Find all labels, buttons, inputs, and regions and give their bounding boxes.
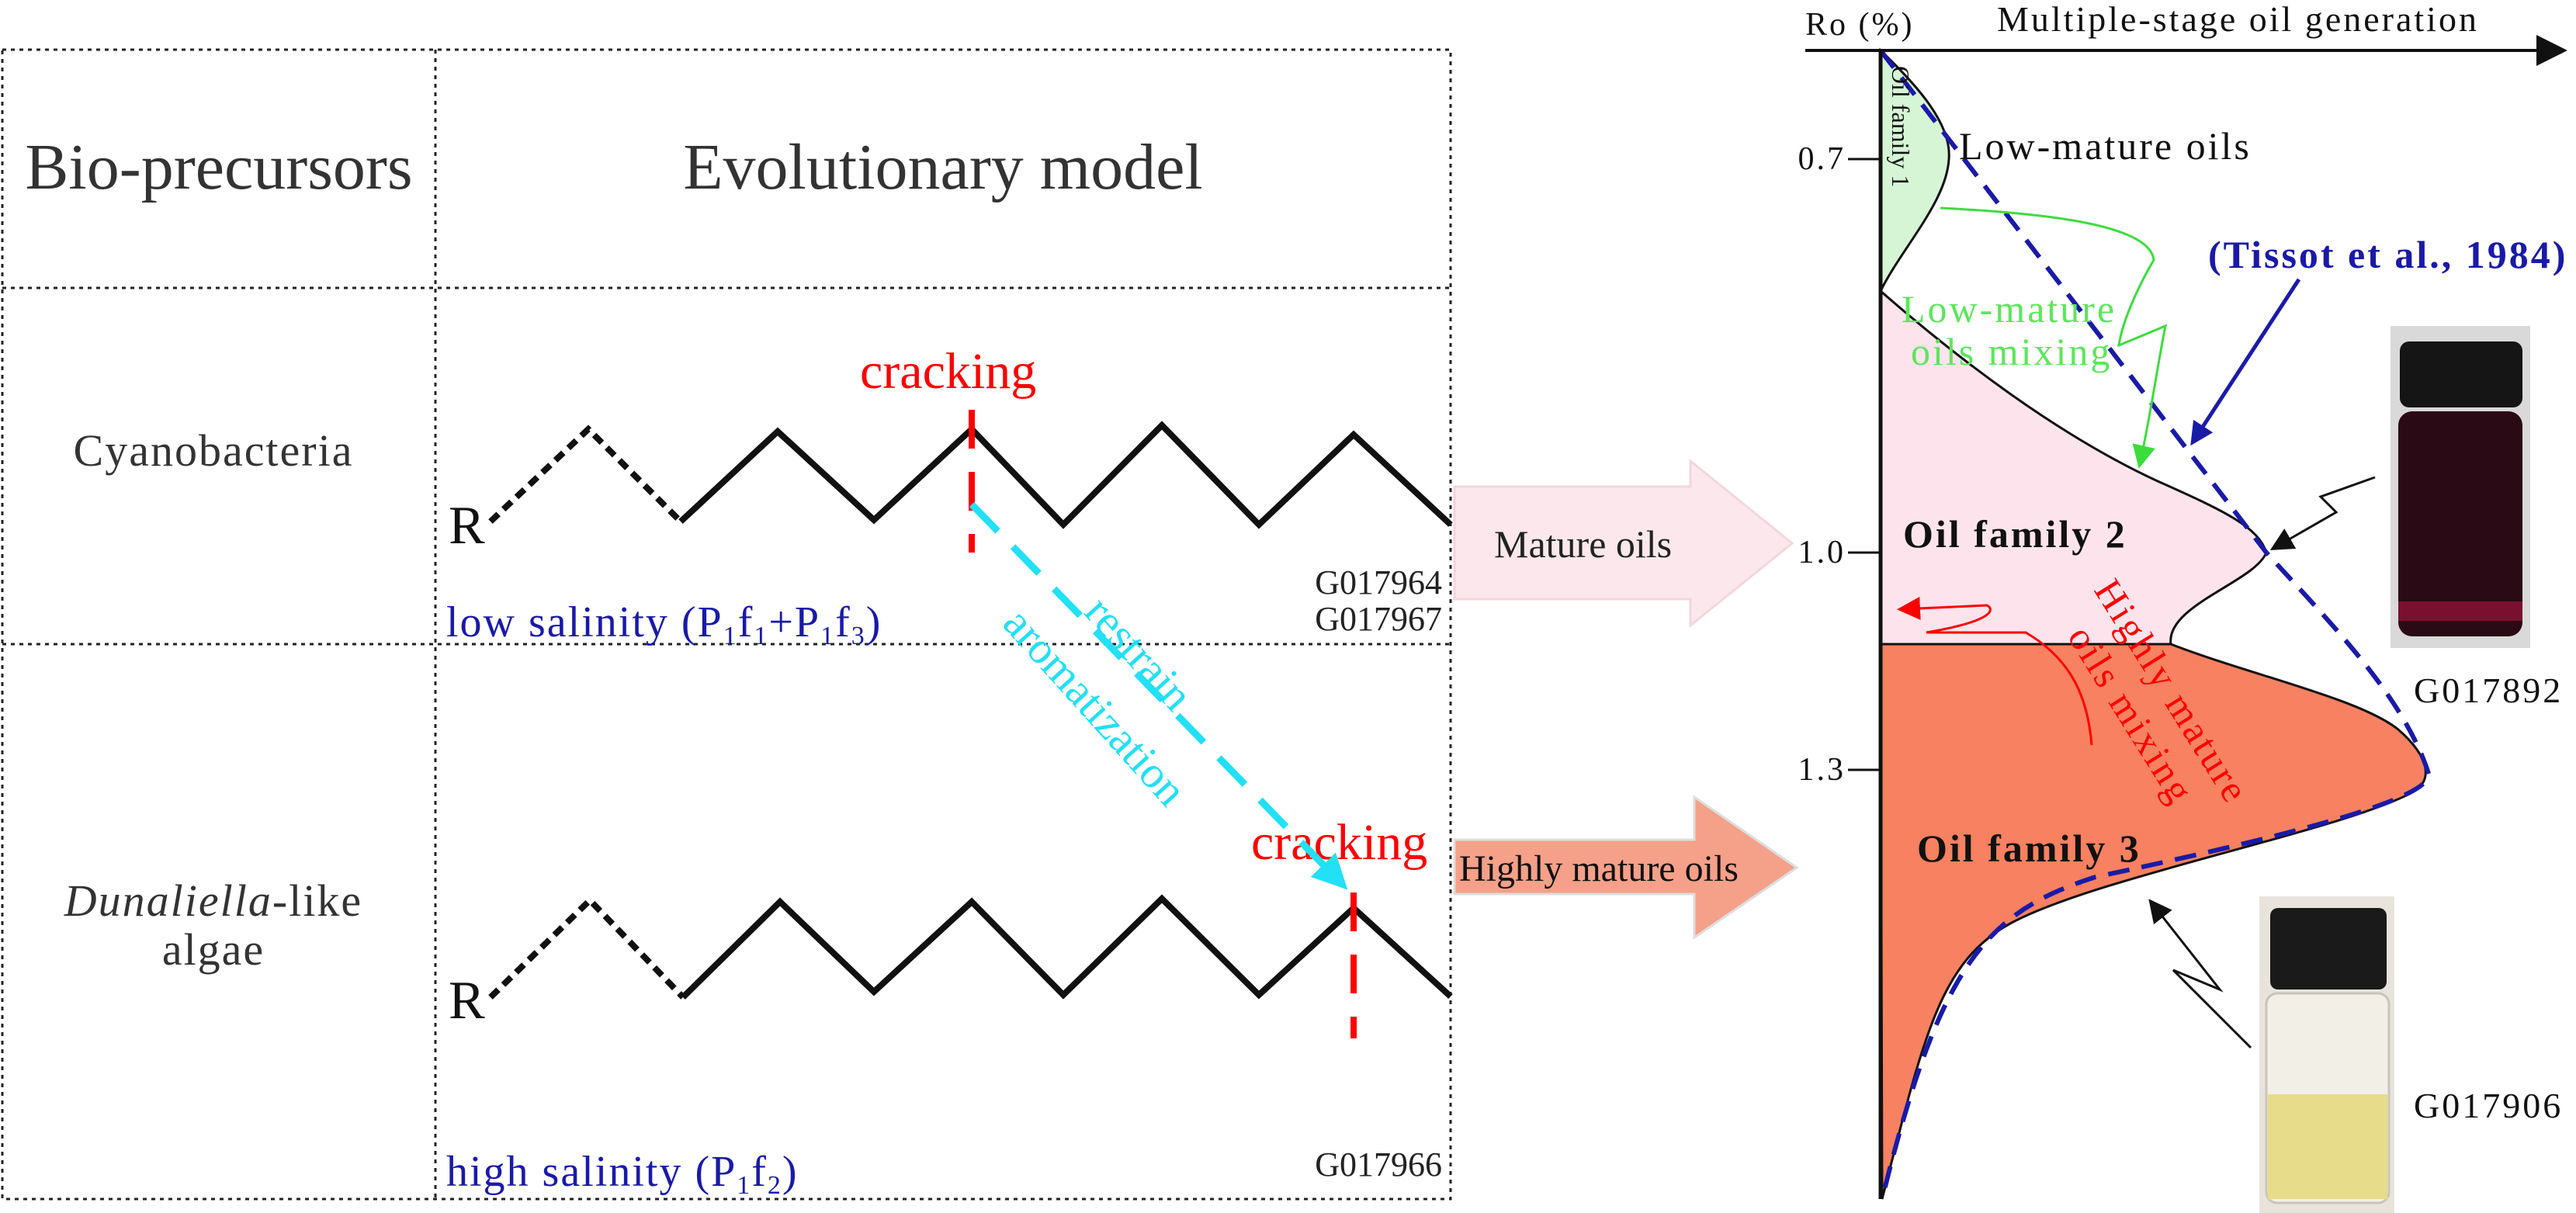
sample-id-dark: G017892 [2414, 671, 2563, 710]
low-mature-mixing-label: oils mixing [1911, 330, 2112, 373]
sample-id-light: G017906 [2414, 1086, 2563, 1125]
reference-arrow [2190, 278, 2301, 446]
low-salinity-label: low salinity (P1f1+P1f3) [446, 598, 882, 650]
axis-label-ro: Ro (%) [1805, 7, 1914, 43]
oil-family-3-label: Oil family 3 [1917, 827, 2141, 870]
oil-family-1-area [1879, 47, 1950, 292]
sample-pointer-arrow [2269, 476, 2376, 550]
highly-mature-mixing-arrow [1897, 596, 2093, 746]
restrain-aromatization-arrow [969, 501, 1348, 890]
sample-id: G017966 [1315, 1145, 1442, 1184]
panel-title: Multiple-stage oil generation [1997, 0, 2479, 39]
r-group-label: R [449, 971, 485, 1031]
sample-id: G017964 [1315, 563, 1442, 601]
sample-id: G017967 [1315, 600, 1442, 638]
precursor-dunaliella: Dunaliella-like [64, 875, 362, 926]
low-mature-oils-label: Low-mature oils [1959, 124, 2252, 168]
hydrocarbon-chain-low-salinity: R [449, 421, 1453, 556]
high-salinity-label: high salinity (P1f2) [446, 1148, 799, 1200]
tissot-reference: (Tissot et al., 1984) [2208, 233, 2567, 276]
precursor-algae: algae [162, 924, 265, 975]
sample-pointer-arrow [2148, 899, 2252, 1049]
cracking-label-1: cracking [860, 343, 1036, 400]
oil-family-2-area [1879, 288, 2268, 646]
low-mature-mixing-arrow [1940, 206, 2168, 469]
header-evolutionary-model: Evolutionary model [683, 131, 1203, 203]
highly-mature-oils-arrow: Highly mature oils [1453, 795, 1799, 940]
low-mature-mixing-label: Low-mature [1902, 287, 2117, 331]
tick-label: 1.0 [1798, 535, 1846, 570]
r-group-label: R [449, 496, 485, 556]
mature-oils-arrow: Mature oils [1453, 458, 1794, 629]
mature-oils-label: Mature oils [1494, 522, 1672, 566]
tick-label: 1.3 [1798, 752, 1846, 788]
highly-mature-oils-label: Highly mature oils [1459, 848, 1739, 889]
oil-generation-panel: 0.7 1.0 1.3 Ro (%) Multiple-stage oil ge… [1798, 0, 2567, 1213]
precursor-cyanobacteria: Cyanobacteria [74, 425, 354, 476]
header-bio-precursors: Bio-precursors [25, 131, 412, 203]
oil-family-1-label: Oil family 1 [1887, 66, 1915, 187]
vial-photo-light [2259, 896, 2394, 1213]
hydrocarbon-chain-high-salinity: R [449, 894, 1453, 1031]
vial-photo-dark [2391, 326, 2530, 648]
table-grid [1, 48, 1452, 1201]
oil-family-2-label: Oil family 2 [1903, 512, 2127, 556]
tick-label: 0.7 [1798, 141, 1846, 177]
